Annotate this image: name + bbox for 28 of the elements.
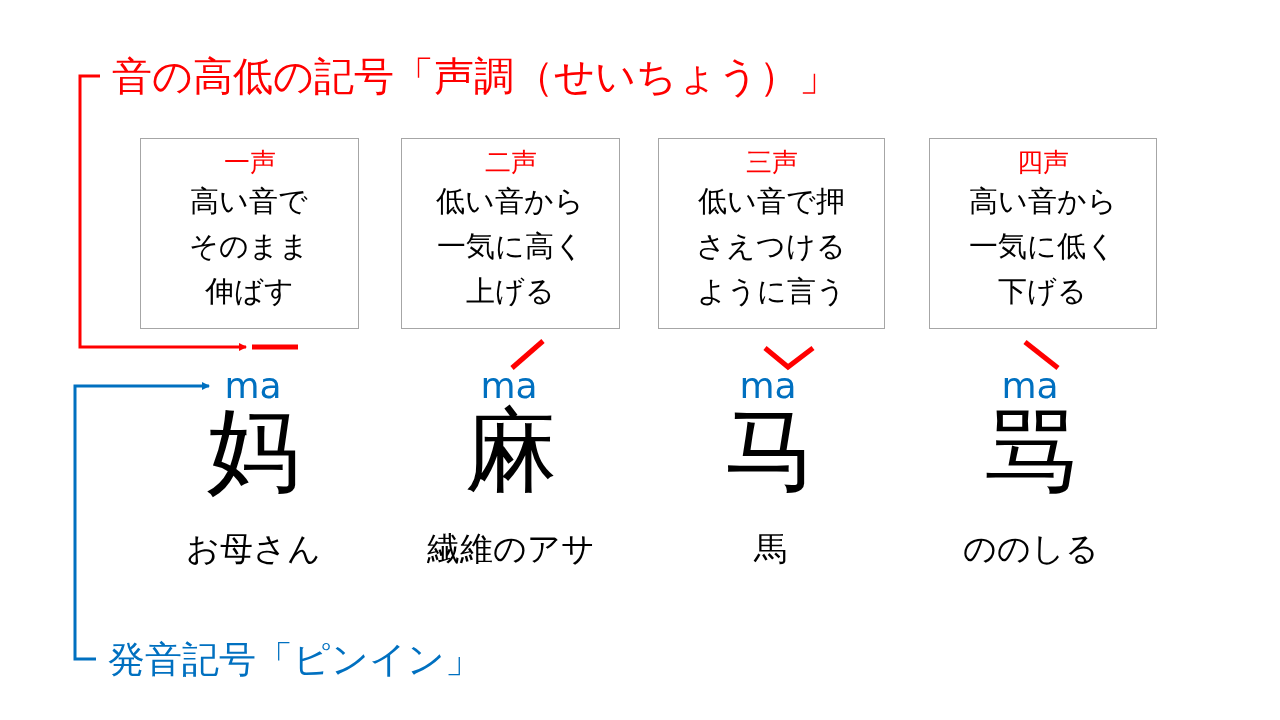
tone-description: 高い音から一気に低く下げる xyxy=(968,183,1118,310)
meaning-text: ののしる xyxy=(962,532,1100,565)
connector-arrow xyxy=(78,74,247,351)
tone-box xyxy=(401,138,620,329)
tone-description: 低い音から一気に高く上げる xyxy=(435,183,586,310)
tone-name: 三声 xyxy=(745,146,798,179)
tone-box xyxy=(140,138,359,329)
tone-name: 一声 xyxy=(223,146,276,179)
pinyin-text: ma xyxy=(1001,368,1059,404)
pinyin-text: ma xyxy=(739,368,797,404)
tone-box xyxy=(929,138,1157,329)
pinyin-text: ma xyxy=(480,368,538,404)
pinyin-heading: 発音記号「ピンイン」 xyxy=(108,640,482,678)
meaning-text: 繊維のアサ xyxy=(426,532,596,565)
tone-description: 低い音で押さえつけるように言う xyxy=(695,183,848,310)
tone-description: 高い音でそのまま伸ばす xyxy=(188,183,311,310)
tone-heading: 音の高低の記号「声調（せいちょう）」 xyxy=(112,56,839,96)
meaning-text: 馬 xyxy=(752,532,788,565)
tone-name: 二声 xyxy=(484,146,537,179)
pinyin-text: ma xyxy=(224,368,282,404)
hanzi-character: 骂 xyxy=(984,405,1078,497)
tone-box xyxy=(658,138,885,329)
hanzi-character: 马 xyxy=(723,405,817,497)
meaning-text: お母さん xyxy=(184,532,322,565)
hanzi-character: 妈 xyxy=(206,405,300,497)
tone-name: 四声 xyxy=(1017,146,1069,179)
connector-arrow xyxy=(73,382,210,661)
hanzi-character: 麻 xyxy=(464,405,558,497)
